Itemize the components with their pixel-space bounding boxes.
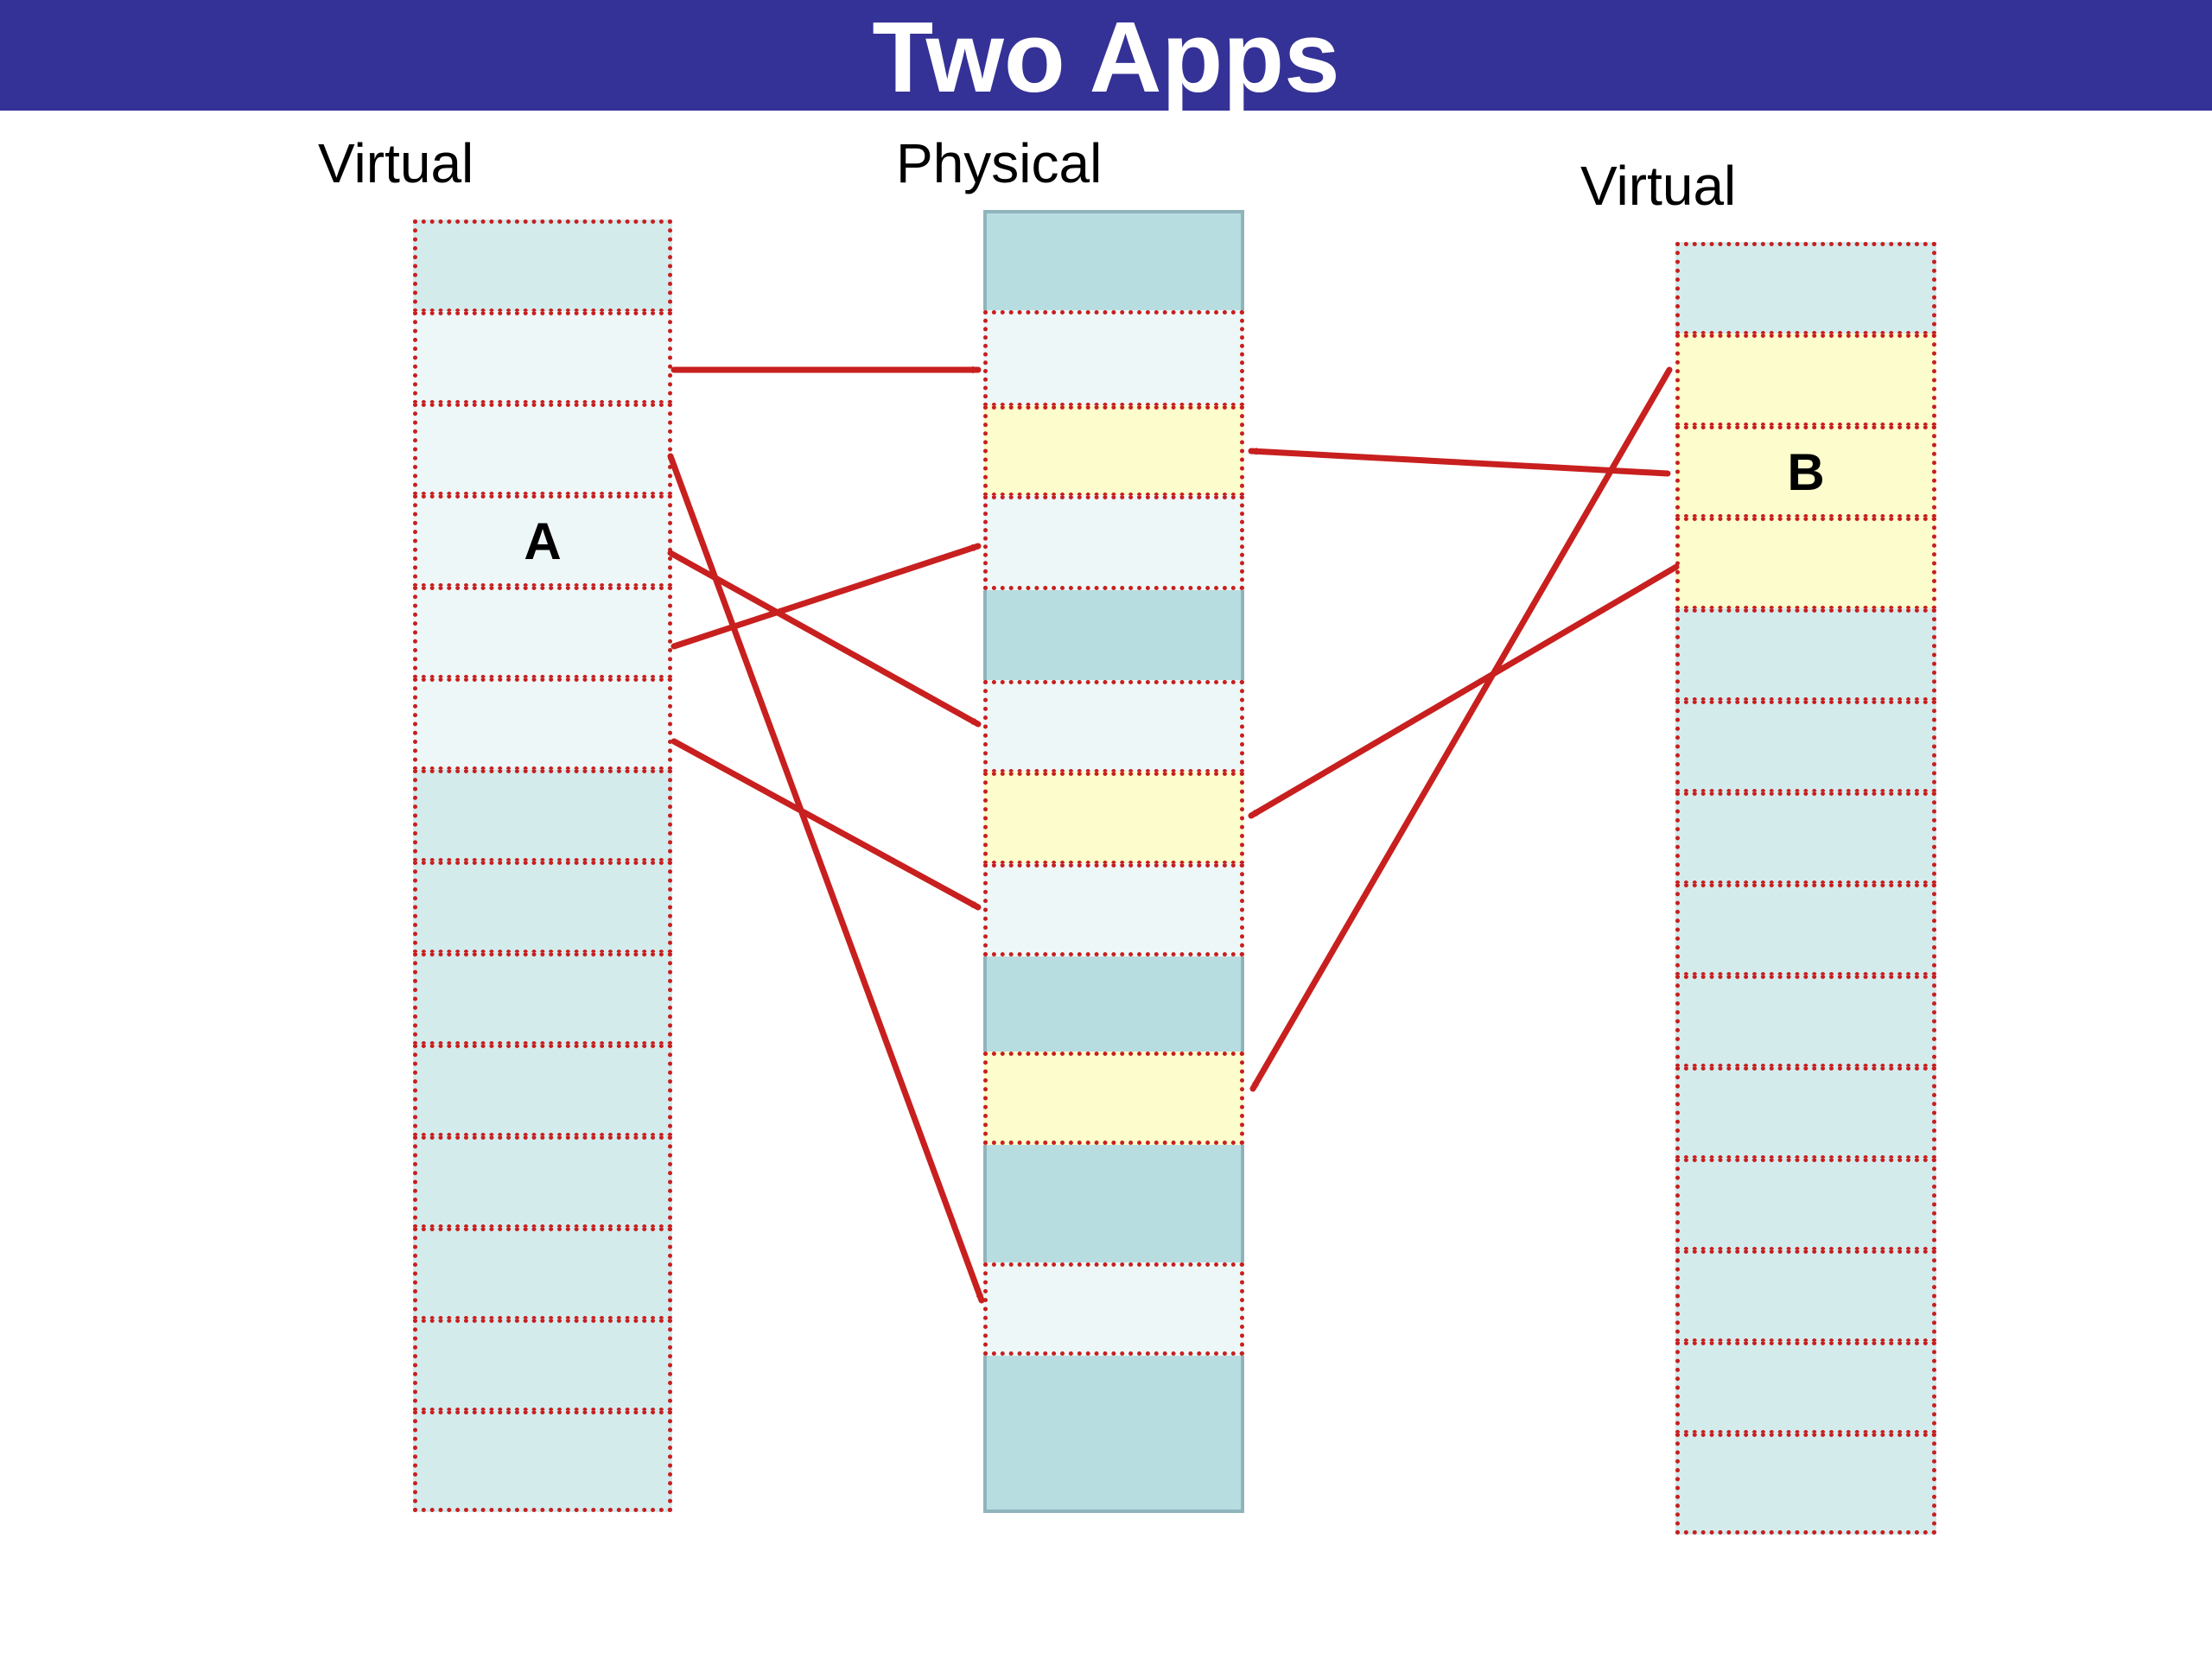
page-title: Two Apps	[872, 1, 1340, 113]
page-a-3: A	[413, 494, 672, 588]
page-a-9	[413, 1044, 672, 1137]
frame-a-2	[983, 1262, 1244, 1356]
page-b-12	[1675, 1341, 1936, 1434]
arrow-b3-to-frame	[1248, 563, 1680, 819]
page-b-5	[1675, 700, 1936, 793]
page-b-7	[1675, 883, 1936, 976]
arrow-a3-to-frame	[667, 550, 982, 728]
page-a-12	[413, 1319, 672, 1412]
frame-a-1	[983, 310, 1244, 407]
arrow-a4-to-frame	[671, 543, 982, 650]
frame-b-3	[983, 772, 1244, 865]
arrow-a2-to-frame	[667, 453, 985, 1304]
frame-a-3	[983, 680, 1244, 773]
frame-a-5	[983, 863, 1244, 957]
page-a-4	[413, 586, 672, 679]
page-a-11	[413, 1227, 672, 1320]
right-column-label: Virtual	[1580, 155, 1737, 217]
page-a-5	[413, 677, 672, 771]
app-b-label: B	[1787, 442, 1825, 501]
virtual-memory-a: A	[413, 219, 672, 1512]
physical-memory	[983, 210, 1244, 1513]
page-a-2	[413, 403, 672, 496]
page-a-0	[413, 219, 672, 313]
frame-b-1	[983, 405, 1244, 497]
virtual-memory-b: B	[1675, 242, 1936, 1535]
page-b-13	[1675, 1433, 1936, 1535]
page-a-13	[413, 1410, 672, 1512]
arrow-b2-to-frame	[1248, 451, 1671, 477]
page-b-8	[1675, 975, 1936, 1068]
page-b-6	[1675, 791, 1936, 885]
arrow-a5-to-frame	[671, 738, 982, 911]
frame-b-0	[983, 1052, 1244, 1145]
page-b-3	[1675, 517, 1936, 610]
page-b-1	[1675, 334, 1936, 427]
page-a-8	[413, 952, 672, 1046]
page-b-2: B	[1675, 425, 1936, 518]
page-b-0	[1675, 242, 1936, 335]
page-a-7	[413, 861, 672, 954]
page-b-9	[1675, 1066, 1936, 1160]
page-b-11	[1675, 1249, 1936, 1343]
title-bar	[0, 0, 2212, 111]
page-a-1	[413, 311, 672, 404]
page-a-10	[413, 1135, 672, 1229]
page-a-6	[413, 769, 672, 862]
left-column-label: Virtual	[318, 132, 474, 194]
page-b-4	[1675, 608, 1936, 702]
app-a-label: A	[524, 512, 562, 570]
frame-a-4	[983, 495, 1244, 590]
middle-column-label: Physical	[896, 132, 1103, 194]
arrow-b1-to-frame	[1249, 366, 1673, 1092]
page-b-10	[1675, 1158, 1936, 1251]
